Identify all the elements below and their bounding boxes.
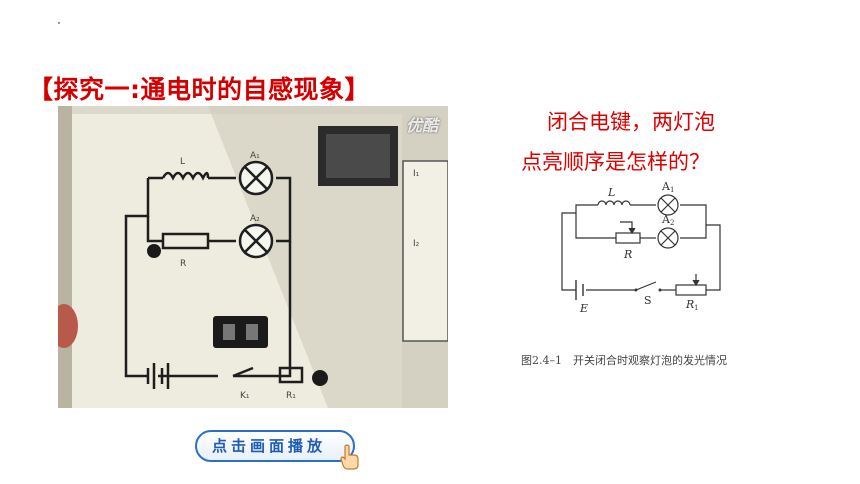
schematic-label-lamp1-sub: 1 [670,186,674,194]
schematic-label-switch: S [644,294,652,307]
schematic-label-lamp1: A [661,180,671,193]
question-line-1: 闭合电键，两灯泡 [547,110,715,134]
schematic-label-lamp2: A [661,213,671,226]
schematic-label-rheostat: R [685,298,694,311]
board-label-lamp1: A₁ [250,151,260,161]
board-label-right-top: I₁ [413,169,420,179]
question-line-2: 点亮顺序是怎样的？ [521,150,710,174]
video-player[interactable]: L A₁ A₂ R K₁ R₁ I₁ I₂ 优酷 [58,106,448,408]
board-label-inductor: L [180,157,185,167]
schematic-label-lamp2-sub: 2 [670,219,674,227]
decorative-dot [58,22,60,24]
board-label-rheostat: R₁ [286,391,296,401]
board-label-lamp2: A₂ [250,214,260,224]
board-label-resistor: R [180,259,186,269]
video-watermark: 优酷 [405,116,438,135]
schematic-label-rheostat-sub: 1 [694,304,698,312]
pointing-hand-icon [340,444,359,470]
schematic-label-resistor: R [623,248,632,261]
page-title: 【探究一:通电时的自感现象】 [28,75,370,104]
circuit-schematic: L A 1 A 2 R E S R 1 [561,180,721,315]
figure-caption: 图2.4–1 开关闭合时观察灯泡的发光情况 [521,354,727,367]
board-label-switch: K₁ [240,391,250,401]
board-label-right-mid: I₂ [413,239,420,249]
schematic-label-battery: E [579,302,588,315]
video-frame: L A₁ A₂ R K₁ R₁ I₁ I₂ [58,106,448,408]
play-video-button[interactable]: 点击画面播放 [195,430,355,462]
schematic-label-inductor: L [607,186,615,199]
